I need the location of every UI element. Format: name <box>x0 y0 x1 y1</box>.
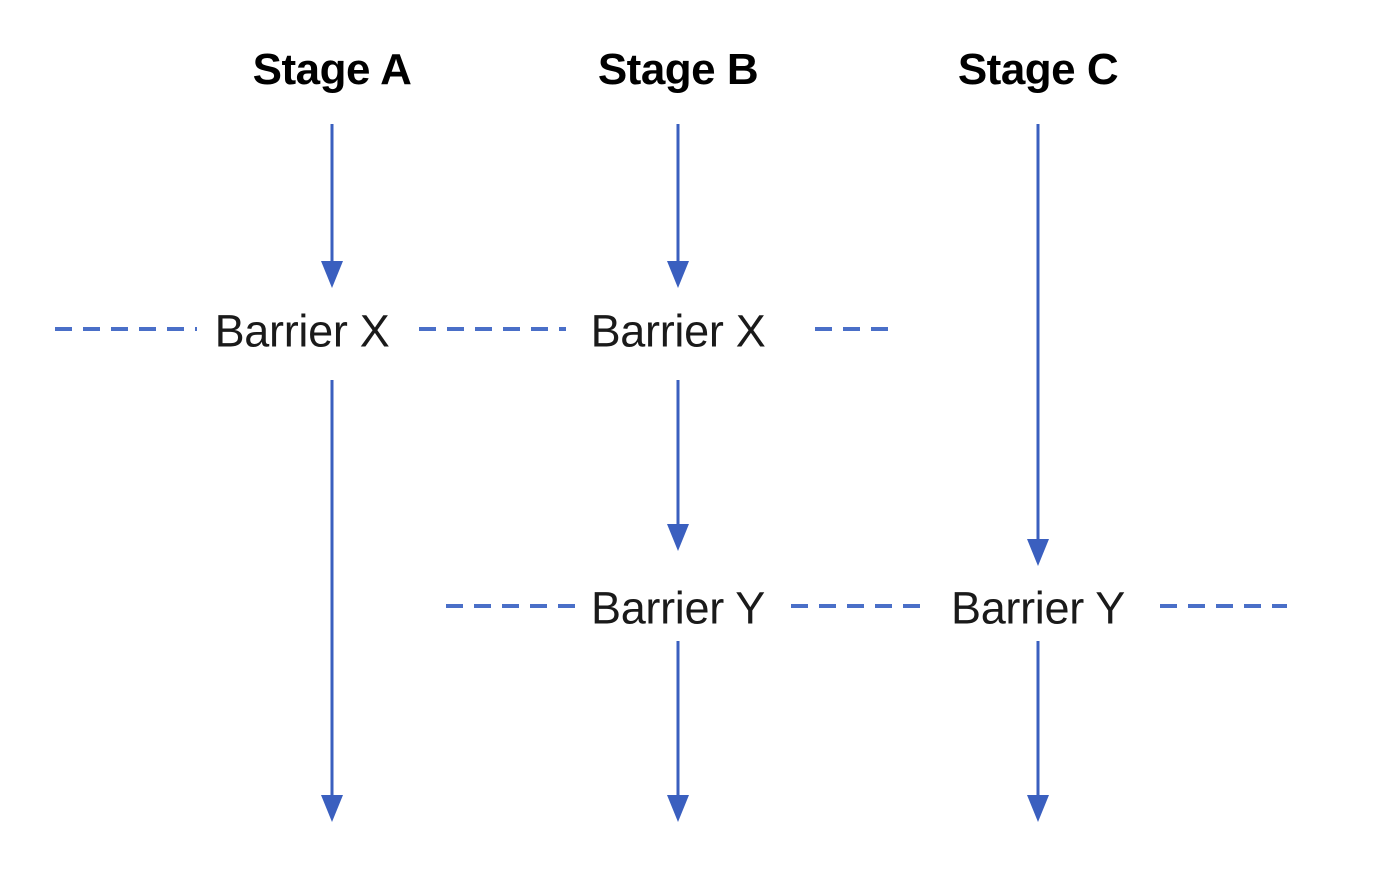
stage-c-to-barrier-y-arrow <box>1027 124 1049 566</box>
barrier-x-b-to-barrier-y-head <box>667 524 689 551</box>
stage-a-to-barrier-x-head <box>321 261 343 288</box>
barrier-y-c-to-output-head <box>1027 795 1049 822</box>
barrier-y-b-to-output-head <box>667 795 689 822</box>
stage-a-to-barrier-x-arrow <box>321 124 343 288</box>
barrier-label-y-column-c: Barrier Y <box>951 586 1125 631</box>
stage-header-c-label: Stage C <box>957 45 1119 94</box>
barrier-label-x-a-text: Barrier X <box>214 305 390 357</box>
stage-header-a-label: Stage A <box>252 45 412 94</box>
stage-b-to-barrier-x-arrow <box>667 124 689 288</box>
barrier-x-b-to-barrier-y-arrow <box>667 380 689 551</box>
stage-header-c: Stage C <box>957 45 1119 94</box>
stage-header-b-label: Stage B <box>597 45 759 94</box>
barrier-label-x-column-b: Barrier X <box>591 309 766 354</box>
barrier-y-b-to-output-arrow <box>667 641 689 822</box>
barrier-x-a-to-output-head <box>321 795 343 822</box>
barrier-label-x-b-text: Barrier X <box>590 305 766 357</box>
barrier-label-y-b-text: Barrier Y <box>590 582 766 634</box>
stage-header-a: Stage A <box>253 48 412 92</box>
barrier-label-x-column-a: Barrier X <box>215 309 390 354</box>
barrier-label-y-c-text: Barrier Y <box>950 582 1126 634</box>
barrier-y-c-to-output-arrow <box>1027 641 1049 822</box>
stage-header-b: Stage B <box>597 45 759 94</box>
barrier-label-y-column-b: Barrier Y <box>591 586 765 631</box>
barrier-x-a-to-output-arrow <box>321 380 343 822</box>
stage-c-to-barrier-y-head <box>1027 539 1049 566</box>
stage-b-to-barrier-x-head <box>667 261 689 288</box>
